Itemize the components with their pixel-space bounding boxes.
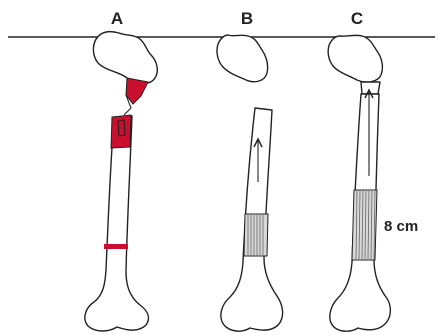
panel-label-c: C xyxy=(351,9,363,28)
panel-label-a: A xyxy=(111,9,123,28)
shaft-a xyxy=(85,116,149,331)
femoral-head-b xyxy=(217,35,268,82)
lesion-neck-a xyxy=(126,78,148,104)
panel-label-b: B xyxy=(241,9,253,28)
lesion-band-a xyxy=(104,244,128,249)
femur-c xyxy=(328,35,390,331)
femur-a xyxy=(85,32,157,331)
femoral-head-c xyxy=(328,35,382,82)
femur-b xyxy=(217,35,283,331)
femoral-head-a xyxy=(93,32,157,84)
measurement-label: 8 cm xyxy=(384,218,418,235)
